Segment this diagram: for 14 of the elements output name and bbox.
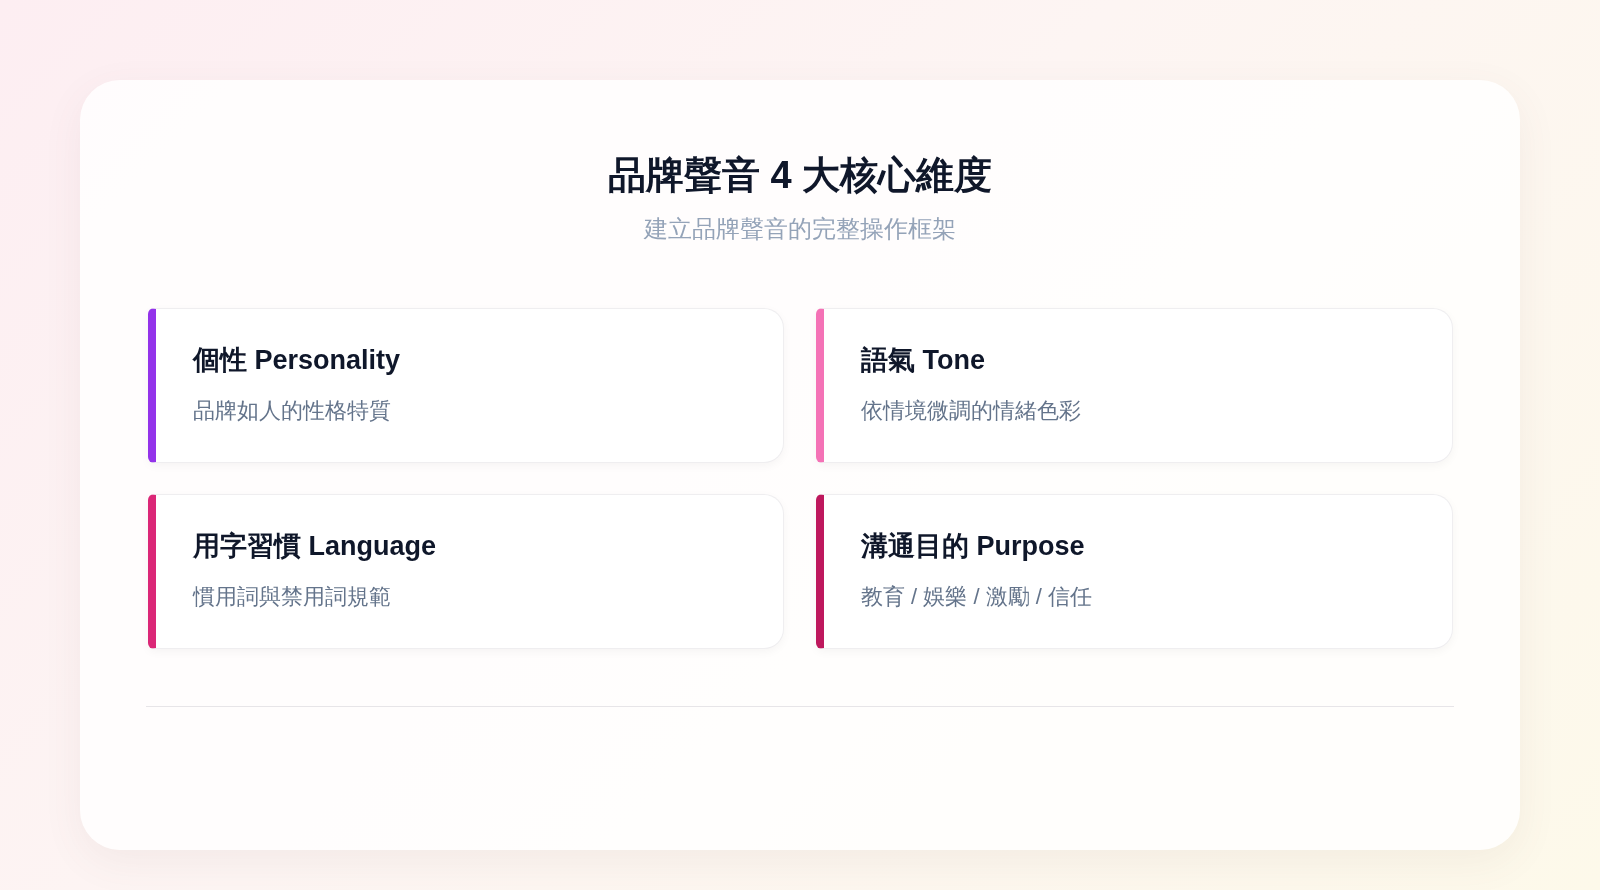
card-heading: 語氣 Tone — [861, 344, 985, 377]
card-heading: 用字習慣 Language — [193, 530, 436, 563]
card-description: 依情境微調的情緒色彩 — [861, 397, 1081, 425]
card-description: 品牌如人的性格特質 — [193, 397, 391, 425]
card-heading: 個性 Personality — [193, 344, 401, 377]
card-heading: 溝通目的 Purpose — [861, 530, 1085, 563]
subtitle: 建立品牌聲音的完整操作框架 — [643, 214, 957, 244]
category-card — [148, 308, 784, 463]
card-description: 教育 / 娛樂 / 激勵 / 信任 — [861, 583, 1092, 611]
category-card — [148, 494, 784, 649]
category-card — [816, 308, 1453, 463]
category-card — [816, 494, 1453, 649]
title: 品牌聲音 4 大核心維度 — [606, 153, 994, 198]
card-description: 慣用詞與禁用詞規範 — [193, 583, 391, 611]
